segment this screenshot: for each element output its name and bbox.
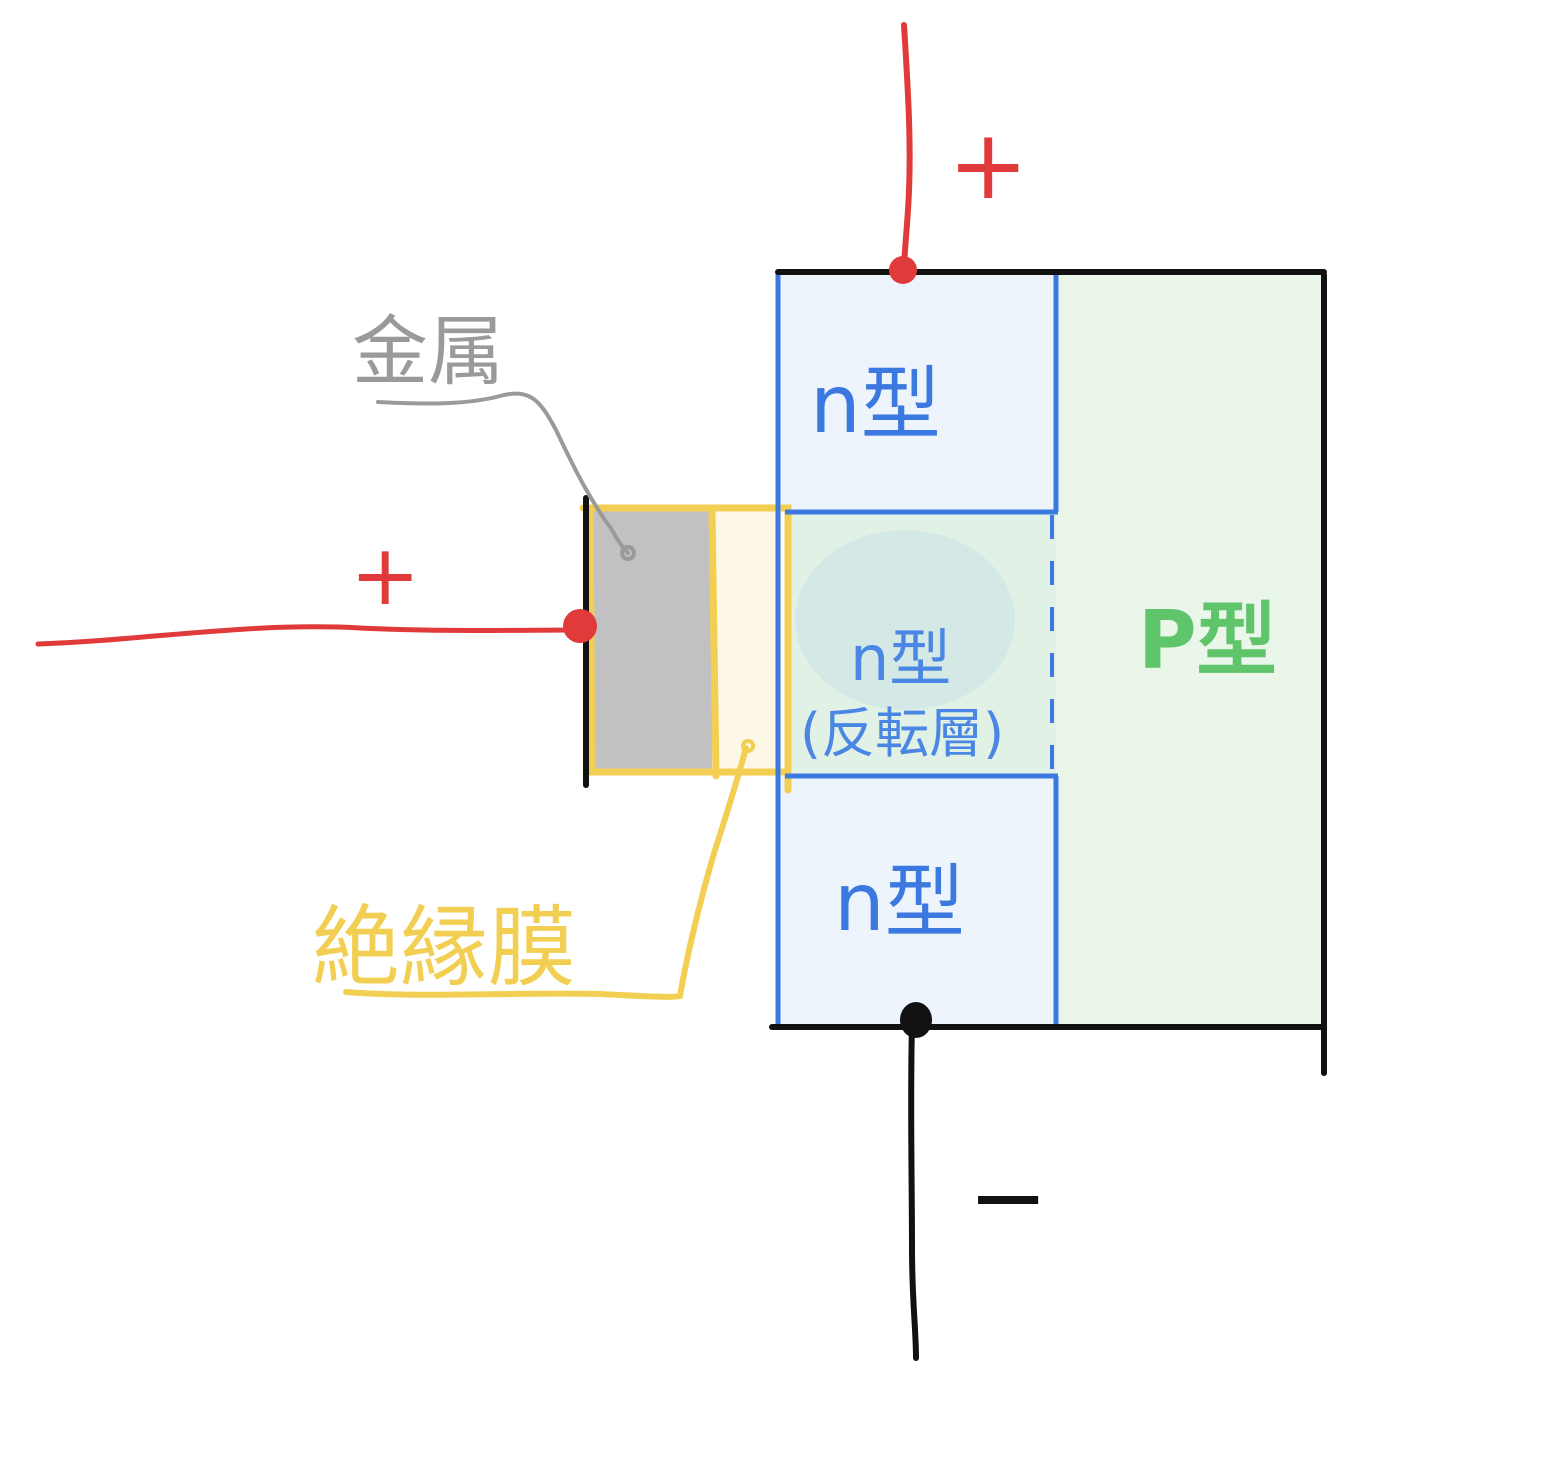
source-wire xyxy=(908,1022,919,1361)
p-type-label: P型 xyxy=(1138,594,1277,687)
insulator-film xyxy=(712,510,782,772)
insulator-outline xyxy=(579,504,792,794)
channel-blot xyxy=(795,530,1015,710)
insulator-callout-line xyxy=(343,745,749,1000)
gate-sign: + xyxy=(350,526,420,624)
insulator-label: 絶縁膜 xyxy=(312,896,576,999)
gate-wire xyxy=(35,624,583,647)
gate-terminal xyxy=(563,609,597,643)
source-sign: − xyxy=(968,1141,1048,1253)
source-terminal xyxy=(900,1002,932,1038)
metal-callout-line xyxy=(376,391,630,555)
inversion-layer-label: (反転層) xyxy=(800,702,1004,765)
metal-gate xyxy=(590,510,712,772)
n-type-bottom-label: n型 xyxy=(834,856,965,949)
insulator-callout-dot xyxy=(741,739,755,753)
n-type-bottom-region xyxy=(778,776,1056,1027)
n-type-channel-label: n型 xyxy=(850,622,951,695)
n-type-top-region xyxy=(778,275,1056,512)
metal-label: 金属 xyxy=(352,307,504,396)
n-type-top-label: n型 xyxy=(810,358,941,451)
drain-sign: + xyxy=(948,109,1028,221)
drain-terminal xyxy=(889,256,917,284)
metal-callout-dot xyxy=(620,545,636,561)
drain-wire xyxy=(901,22,913,273)
p-type-region xyxy=(1056,275,1324,1027)
